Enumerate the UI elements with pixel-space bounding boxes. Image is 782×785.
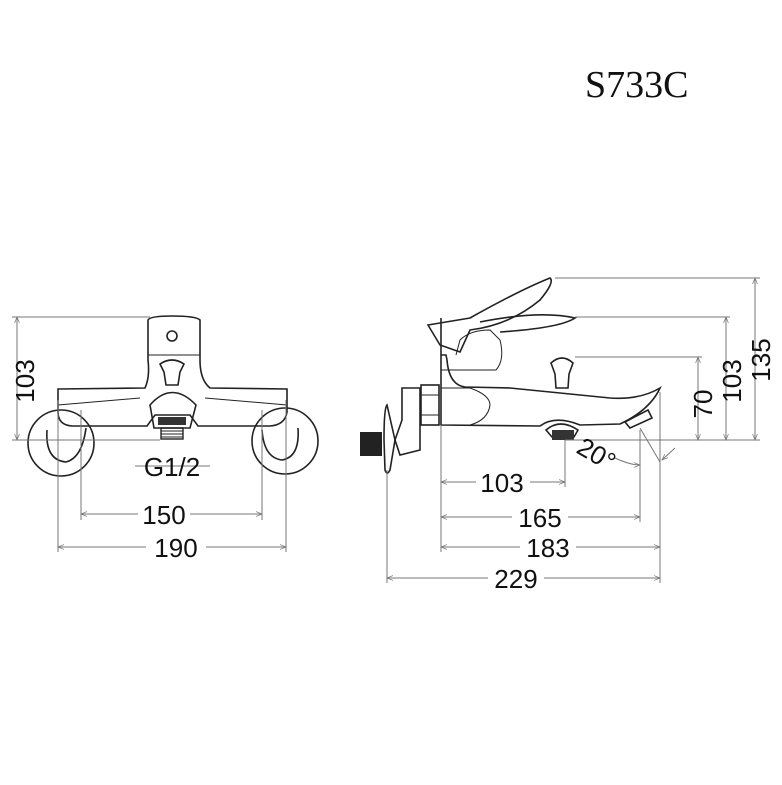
spout-reach-dim: 165 [518, 503, 561, 533]
left-wall-flange [27, 409, 95, 477]
spout-height-dim: 70 [688, 390, 718, 419]
lever-hole [166, 330, 178, 342]
total-length-dim: 229 [494, 564, 537, 594]
inner-width-dim: 150 [142, 500, 185, 530]
spout-outlet-dim: 103 [480, 468, 523, 498]
spout-body [440, 318, 662, 427]
wall-escutcheon [383, 403, 396, 474]
front-view: 103 G1/2 150 190 [10, 315, 319, 563]
outer-width-dim: 190 [154, 533, 197, 563]
mixer-body [57, 315, 288, 427]
front-height-dim: 103 [10, 359, 40, 402]
right-wall-flange [251, 407, 319, 475]
diverter-knob [158, 359, 186, 386]
outlet-aerator [158, 417, 186, 425]
total-height-dim: 135 [746, 338, 776, 381]
diverter-knob-side [550, 357, 574, 389]
spout-tip [623, 408, 654, 429]
wall-thread [360, 432, 382, 456]
side-aerator [552, 430, 574, 440]
body-height-dim: 103 [717, 359, 747, 402]
lever-handle [426, 277, 553, 353]
side-view: 135 103 70 20° 103 165 183 229 [360, 277, 776, 594]
body-length-dim: 183 [526, 533, 569, 563]
angle-label: 20° [572, 431, 621, 477]
thread-label: G1/2 [144, 452, 200, 482]
hex-nut [420, 384, 440, 426]
model-title: S733C [585, 64, 688, 106]
